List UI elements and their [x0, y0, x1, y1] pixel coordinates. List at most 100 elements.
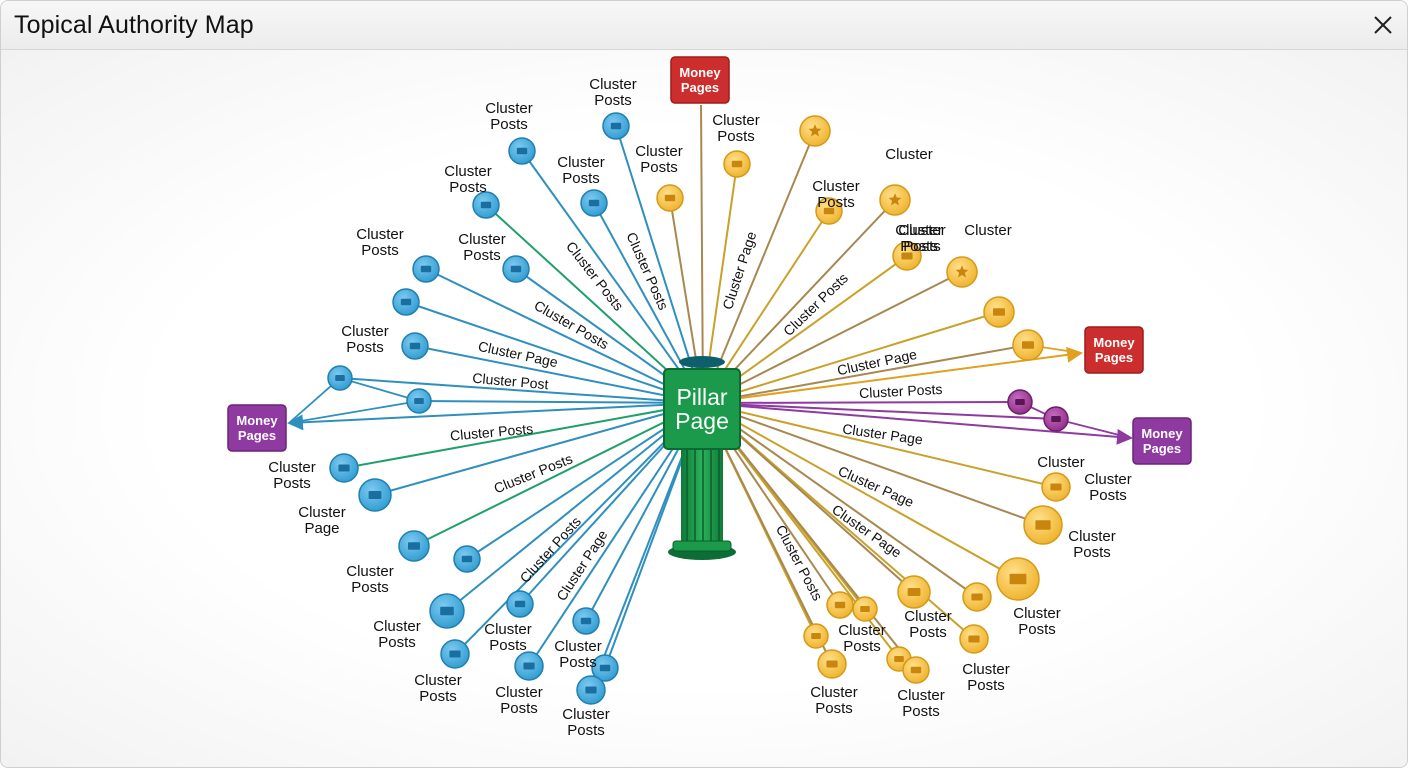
window-title: Topical Authority Map — [14, 11, 254, 39]
cluster-node[interactable] — [412, 255, 440, 283]
folder-icon — [414, 398, 424, 404]
cluster-node[interactable] — [506, 590, 534, 618]
close-icon — [1374, 16, 1392, 34]
connector-line — [702, 130, 816, 404]
cluster-node[interactable] — [1007, 389, 1033, 415]
cluster-node[interactable] — [508, 137, 536, 165]
cluster-node[interactable] — [815, 197, 843, 225]
cluster-node[interactable] — [817, 649, 847, 679]
connector-line — [339, 377, 420, 402]
cluster-node[interactable] — [472, 191, 500, 219]
cluster-node[interactable] — [996, 557, 1040, 601]
cluster-node[interactable] — [580, 189, 608, 217]
folder-icon — [894, 656, 904, 662]
cluster-node[interactable] — [892, 241, 922, 271]
cluster-node[interactable] — [327, 365, 353, 391]
connector-line — [702, 402, 1057, 488]
cluster-node[interactable] — [656, 184, 684, 212]
connector-line — [413, 402, 704, 547]
folder-icon — [1015, 399, 1025, 405]
node-label: Cluster — [885, 146, 933, 163]
cluster-node[interactable] — [826, 591, 854, 619]
edge-label: Cluster Posts — [859, 381, 943, 401]
cluster-node[interactable] — [392, 288, 420, 316]
cluster-node[interactable] — [1023, 505, 1063, 545]
cluster-node[interactable] — [946, 256, 978, 288]
cluster-node[interactable] — [440, 639, 470, 669]
cluster-node[interactable] — [1012, 329, 1044, 361]
cluster-node[interactable] — [803, 623, 829, 649]
folder-icon — [335, 375, 345, 381]
cluster-node[interactable] — [358, 478, 392, 512]
cluster-node[interactable] — [406, 388, 432, 414]
cluster-node[interactable] — [602, 112, 630, 140]
cluster-node[interactable] — [959, 624, 989, 654]
edge-label: Cluster Posts — [449, 420, 533, 443]
connector-line — [702, 402, 1019, 580]
cluster-node[interactable] — [723, 150, 751, 178]
cluster-node[interactable] — [962, 582, 992, 612]
folder-icon — [968, 635, 980, 643]
edge-label: Cluster Page — [842, 420, 925, 447]
cluster-node[interactable] — [329, 453, 359, 483]
edge-label: Cluster Posts — [563, 238, 627, 313]
folder-icon — [420, 265, 432, 273]
connector-line — [702, 401, 1021, 404]
folder-icon — [338, 464, 350, 472]
cluster-node[interactable] — [591, 654, 619, 682]
node-label: Cluster — [1037, 454, 1085, 471]
connector-line — [405, 301, 704, 404]
folder-icon — [834, 601, 846, 609]
folder-icon — [408, 542, 420, 550]
folder-icon — [664, 194, 676, 202]
cluster-node[interactable] — [398, 530, 430, 562]
folder-icon — [971, 593, 983, 601]
cluster-node[interactable] — [1041, 472, 1071, 502]
connector-line — [702, 344, 1029, 404]
cluster-node[interactable] — [572, 607, 600, 635]
folder-icon — [585, 686, 597, 694]
cluster-node[interactable] — [401, 332, 429, 360]
folder-icon — [823, 207, 835, 215]
folder-icon — [1050, 483, 1062, 491]
connector-line — [702, 402, 1044, 526]
cluster-node[interactable] — [576, 675, 606, 705]
cluster-node[interactable] — [1043, 406, 1069, 432]
folder-icon — [409, 342, 421, 350]
cluster-node[interactable] — [429, 593, 465, 629]
cluster-node[interactable] — [897, 575, 931, 609]
connector-line — [414, 345, 704, 404]
cluster-node[interactable] — [879, 184, 911, 216]
folder-icon — [480, 201, 492, 209]
connector-line — [343, 402, 704, 469]
folder-icon — [580, 617, 592, 625]
cluster-node[interactable] — [799, 115, 831, 147]
folder-icon — [811, 633, 821, 639]
cluster-node[interactable] — [502, 255, 530, 283]
folder-icon — [599, 664, 611, 672]
folder-icon — [510, 265, 522, 273]
folder-icon — [610, 122, 622, 130]
close-button[interactable] — [1369, 11, 1397, 39]
cluster-node[interactable] — [902, 656, 930, 684]
connector-line — [374, 402, 704, 496]
star-icon — [808, 124, 822, 137]
folder-icon — [400, 298, 412, 306]
cluster-node[interactable] — [453, 545, 481, 573]
cluster-node[interactable] — [983, 296, 1015, 328]
cluster-node[interactable] — [852, 596, 878, 622]
star-icon — [888, 193, 902, 206]
cluster-node[interactable] — [514, 651, 544, 681]
